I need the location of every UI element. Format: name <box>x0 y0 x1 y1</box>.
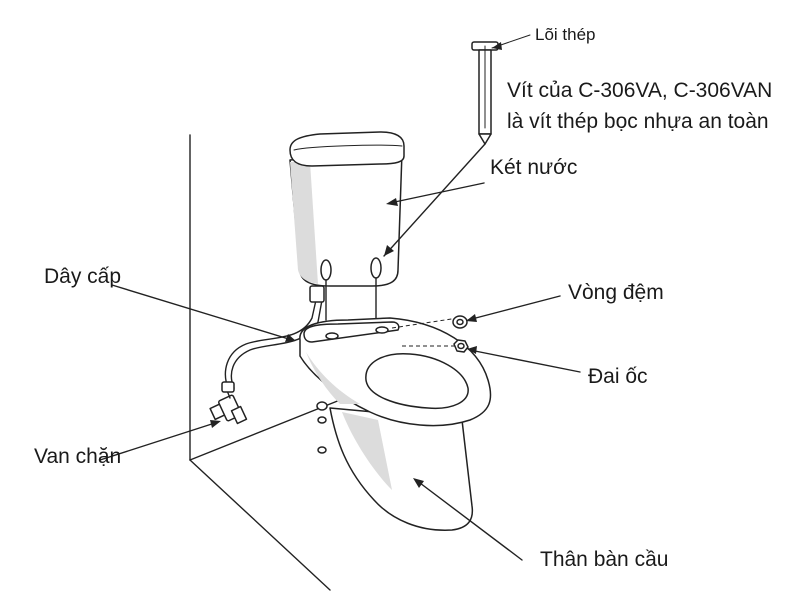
label-vit-line1: Vít của C-306VA, C-306VAN <box>507 79 773 102</box>
alignment-dashes <box>391 317 459 347</box>
wall <box>189 134 341 591</box>
stop-valve <box>209 387 248 425</box>
label-dai-oc: Đai ốc <box>588 365 648 388</box>
washer-and-nut <box>452 315 469 353</box>
tank-bolts <box>325 277 377 321</box>
label-than-ban-cau: Thân bàn cầu <box>540 548 669 571</box>
label-ket-nuoc: Két nước <box>490 156 578 179</box>
leader-lines <box>99 34 581 561</box>
label-van-chan: Van chặn <box>34 445 122 468</box>
label-vit-line2: là vít thép bọc nhựa an toàn <box>507 110 769 133</box>
label-loi-thep: Lõi thép <box>535 25 596 44</box>
label-vong-dem: Vòng đệm <box>568 281 664 304</box>
toilet-bowl <box>299 317 492 531</box>
steel-core-screw <box>471 41 499 145</box>
label-day-cap: Dây cấp <box>44 265 122 288</box>
supply-hose <box>221 285 325 393</box>
cistern-tank <box>289 131 405 287</box>
